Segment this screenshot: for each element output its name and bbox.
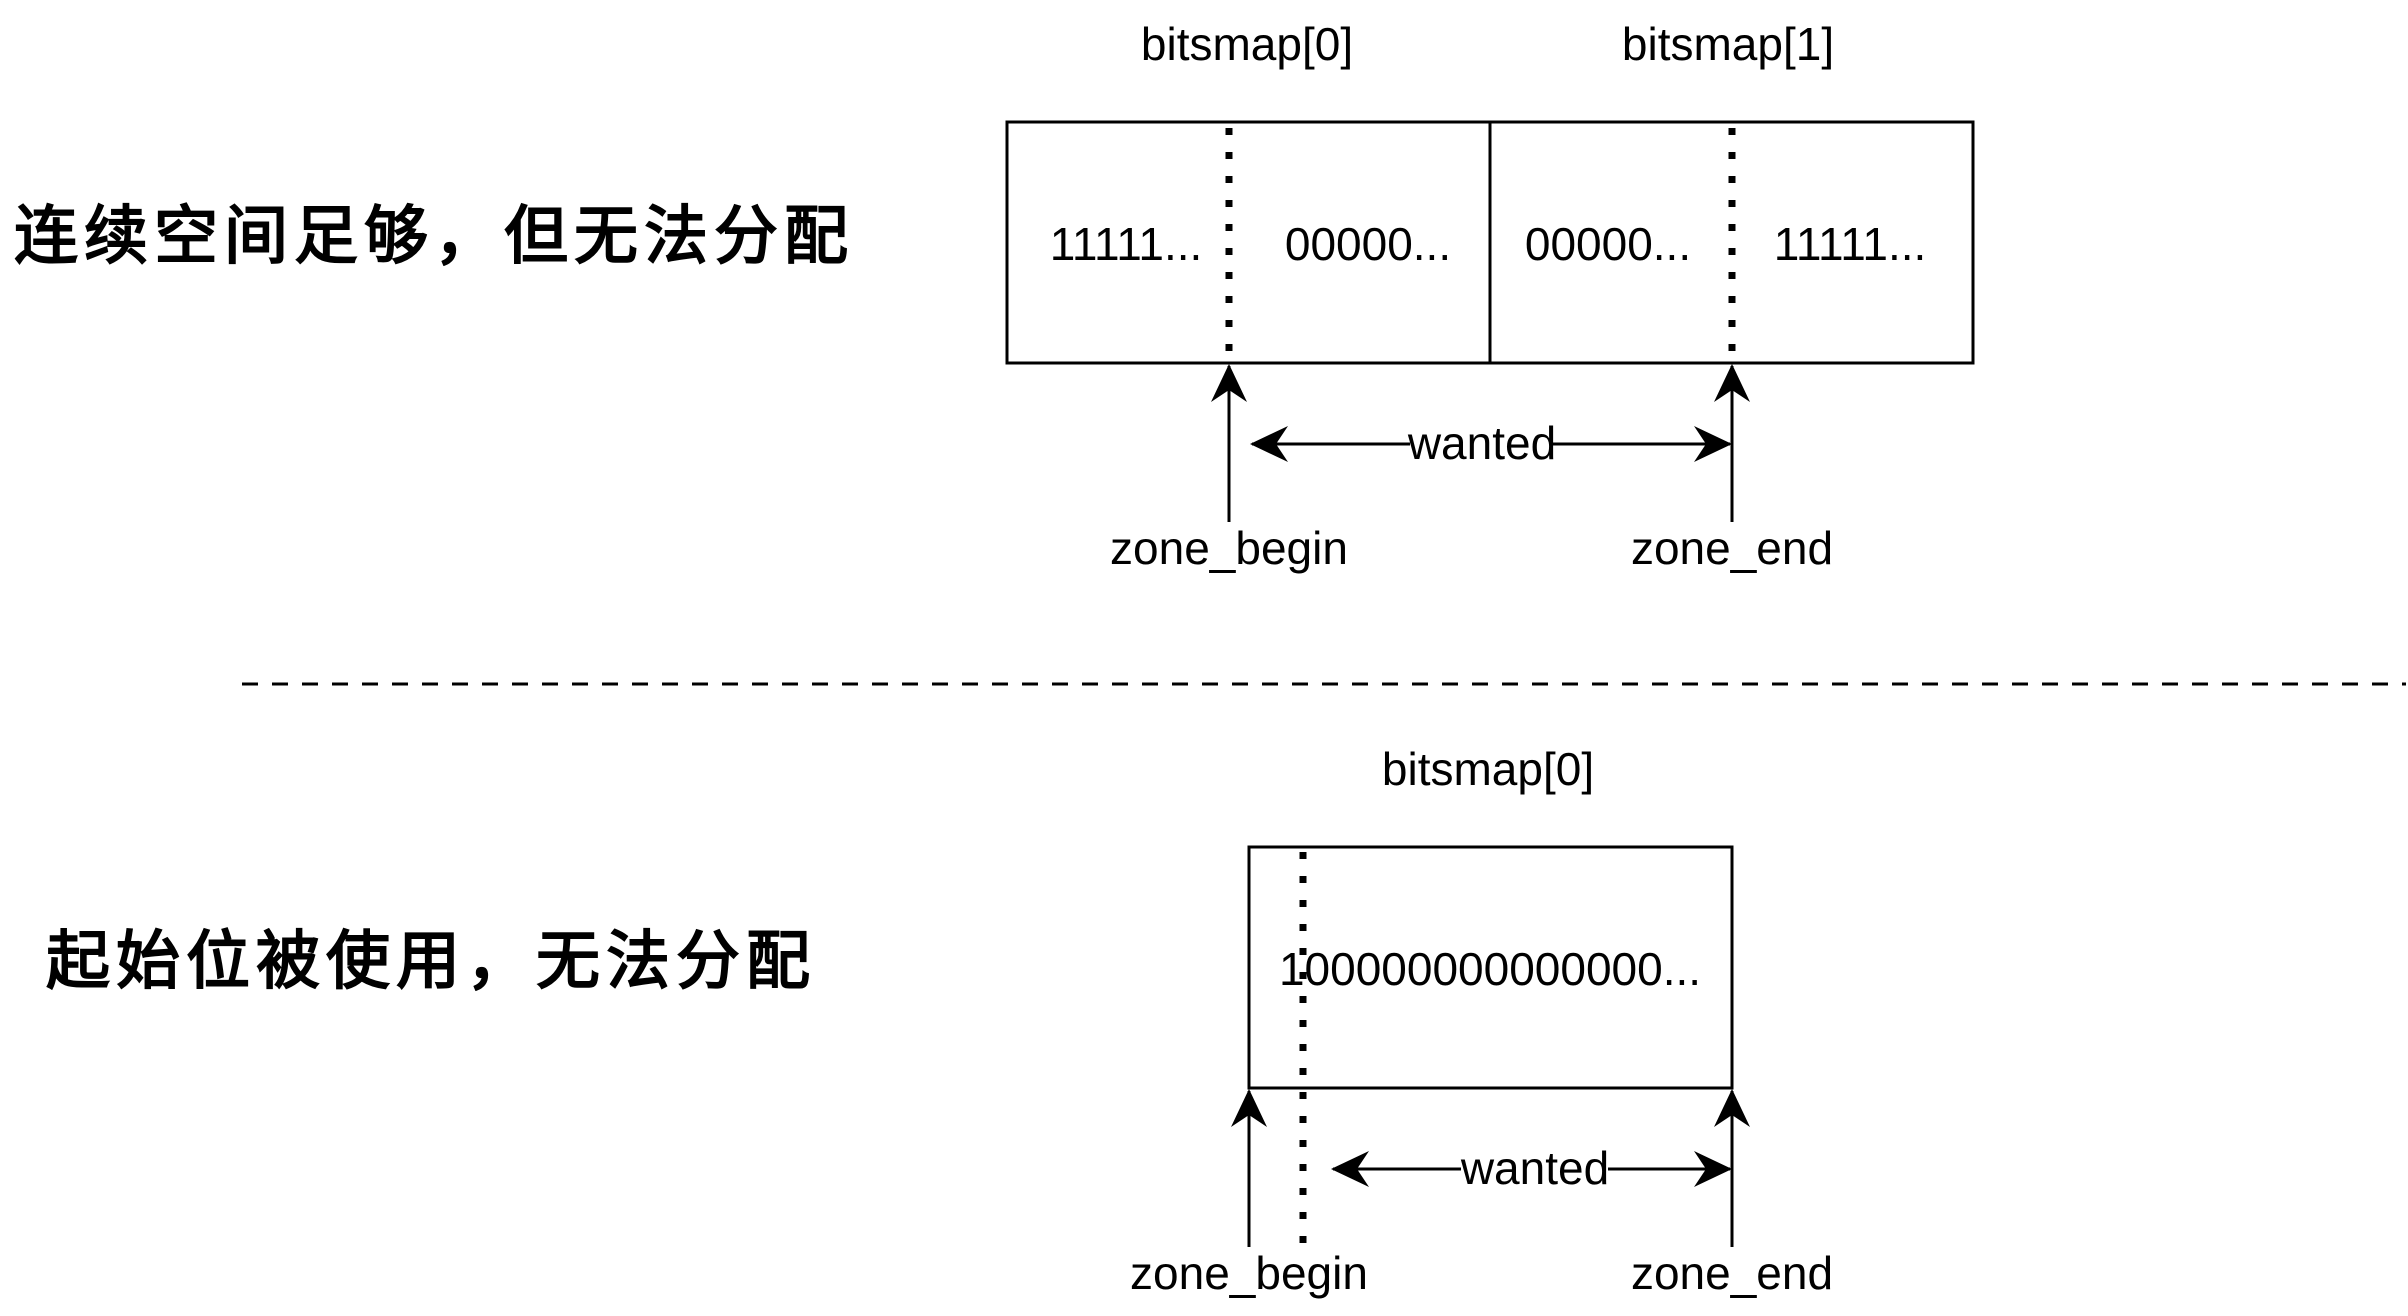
bitsmap-1-left-bits: 00000... [1525,218,1691,270]
bottom-bitsmap-0-box [1247,845,1734,1090]
bitsmap-1-box [1488,120,1975,365]
wanted-label: wanted [1407,417,1556,469]
zone-begin-label: zone_begin [1110,522,1348,574]
top-scenario: 连续空间足够，但无法分配 bitsmap[0] bitsmap[1] 11111… [14,18,1975,574]
bottom-scenario: 起始位被使用，无法分配 bitsmap[0] 100000000000000..… [46,743,1833,1299]
bottom-scenario-heading: 起始位被使用，无法分配 [46,924,816,999]
bottom-bitsmap-0-bits: 100000000000000... [1279,943,1701,995]
bottom-zone-begin-label: zone_begin [1130,1247,1368,1299]
bitsmap-0-label: bitsmap[0] [1141,18,1353,70]
bitsmap-0-left-bits: 11111... [1050,218,1203,270]
bitsmap-1-right-bits: 11111... [1774,218,1927,270]
bitsmap-1-label: bitsmap[1] [1622,18,1834,70]
bottom-bitsmap-0-label: bitsmap[0] [1382,743,1594,795]
bitsmap-0-right-bits: 00000... [1285,218,1451,270]
bottom-wanted-label: wanted [1460,1142,1609,1194]
bottom-zone-end-label: zone_end [1631,1247,1833,1299]
zone-end-label: zone_end [1631,522,1833,574]
top-scenario-heading: 连续空间足够，但无法分配 [14,199,854,274]
